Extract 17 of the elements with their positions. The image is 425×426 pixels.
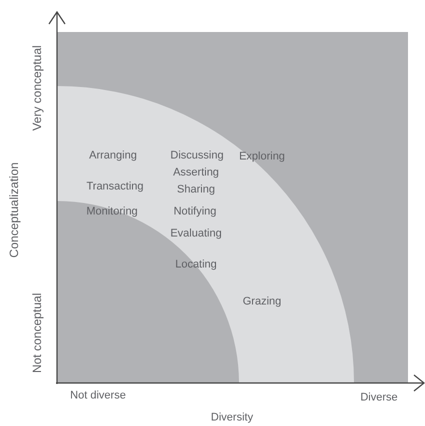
activity-label: Grazing (242, 296, 282, 308)
axis-label: Very conceptual (31, 45, 43, 131)
activity-label: Evaluating (170, 228, 222, 240)
activity-label: Sharing (177, 184, 215, 196)
activity-label: Locating (175, 260, 217, 270)
axis-label: Not conceptual (31, 292, 43, 374)
axis-label: Not diverse (70, 390, 126, 402)
axis-label: Diverse (360, 392, 398, 404)
axis-label: Conceptualization (8, 162, 20, 258)
activity-label: Arranging (89, 150, 137, 162)
activity-label: Exploring (239, 152, 285, 162)
activity-label: Notifying (174, 206, 216, 218)
activity-label: Asserting (173, 168, 219, 178)
axis-label: Diversity (210, 412, 254, 424)
activity-label: Monitoring (86, 206, 138, 218)
activity-label: Discussing (170, 150, 224, 162)
activity-label: Transacting (86, 182, 144, 192)
